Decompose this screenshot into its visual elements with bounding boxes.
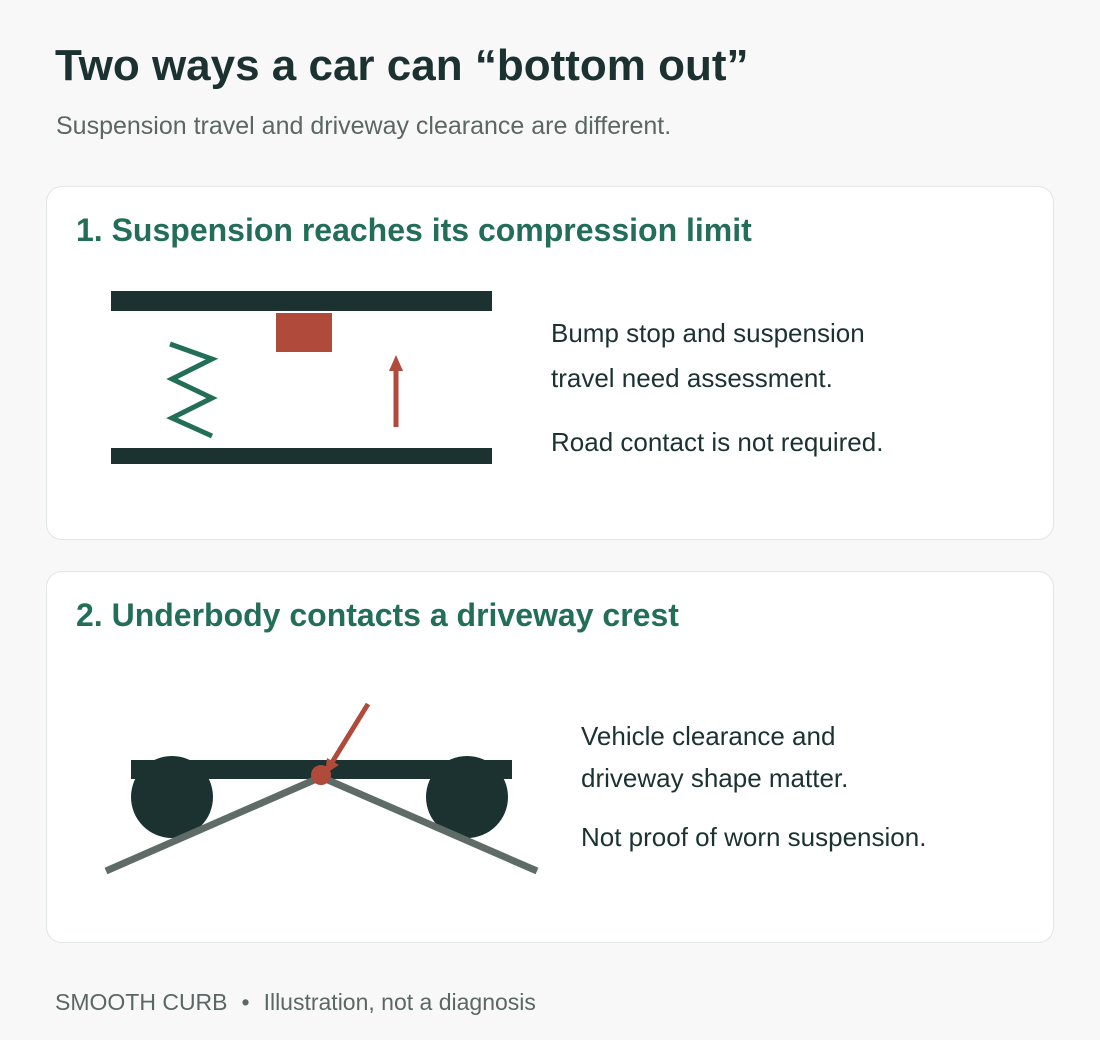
card-note: Not proof of worn suspension.: [581, 822, 927, 852]
compression-arrow-head: [389, 355, 403, 371]
front-wheel: [131, 756, 213, 838]
footer: SMOOTH CURB • Illustration, not a diagnosi…: [55, 988, 536, 1016]
card-note: Road contact is not required.: [551, 427, 884, 457]
card-title: 1. Suspension reaches its compression li…: [76, 212, 752, 248]
driveway-crest-card: 2. Underbody contacts a driveway crest V…: [46, 571, 1054, 943]
bump-stop: [276, 313, 332, 352]
lower-frame-bar: [111, 448, 492, 464]
contact-point: [311, 765, 331, 785]
driveway-illustration: [104, 702, 539, 875]
page-subtitle: Suspension travel and driveway clearance…: [56, 112, 672, 140]
rear-wheel: [426, 756, 508, 838]
coil-spring: [166, 341, 219, 439]
card-title: 2. Underbody contacts a driveway crest: [76, 597, 679, 633]
footer-separator: •: [241, 989, 250, 1015]
card-note: Vehicle clearance and driveway shape mat…: [581, 721, 849, 793]
contact-arrow-shaft: [328, 702, 371, 766]
disclaimer: Illustration, not a diagnosis: [263, 989, 536, 1015]
suspension-illustration: [111, 291, 492, 464]
suspension-limit-card: 1. Suspension reaches its compression li…: [46, 186, 1054, 540]
brand-name: SMOOTH CURB: [55, 989, 228, 1015]
card-note: Bump stop and suspension travel need ass…: [551, 318, 865, 393]
page-title: Two ways a car can “bottom out”: [55, 41, 749, 90]
upper-frame-bar: [111, 291, 492, 311]
